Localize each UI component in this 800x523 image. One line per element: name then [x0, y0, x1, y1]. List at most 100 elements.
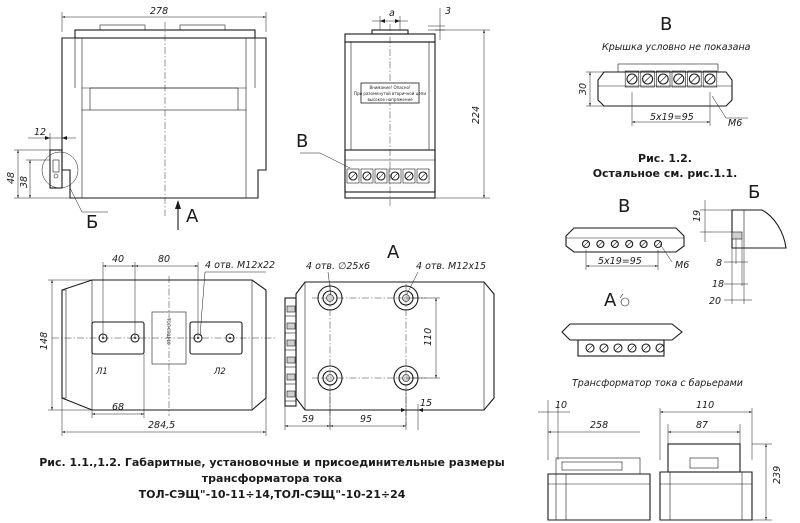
dim-a: a: [389, 8, 395, 19]
terminal-screw: [657, 73, 669, 85]
detail-b: Б 19 8 18 20: [692, 182, 787, 307]
front-view: 278 12 48 38: [6, 6, 267, 233]
terminal-clamp: [286, 373, 296, 381]
terminal-screw: [639, 239, 648, 249]
dim-110: 110: [423, 328, 434, 346]
terminal-cell: [640, 70, 655, 88]
detail-b-body: [731, 209, 787, 249]
view-a-small: А: [561, 290, 683, 357]
terminal-screw: [596, 239, 605, 249]
dim-224: 224: [471, 106, 482, 124]
view-a-title: А: [387, 242, 400, 263]
terminal-screw: [585, 343, 595, 353]
terminal-cell: [624, 70, 640, 88]
barrier-left-body: [547, 473, 651, 521]
detail-v2-dim-pitch: 5х19=95: [598, 256, 642, 267]
dim-284-5: 284,5: [148, 420, 175, 431]
terminal-l1-label: Л1: [95, 367, 108, 377]
front-boss-right: [179, 24, 226, 31]
terminal-plate-l2: [189, 321, 243, 355]
detail-b-dim-19: 19: [692, 210, 703, 222]
dim-15: 15: [420, 398, 432, 409]
dim-95: 95: [360, 414, 372, 425]
detail-b-circle: [41, 151, 79, 189]
front-boss-left: [99, 24, 146, 31]
note-holes-m12x22: 4 отв. М12х22: [205, 260, 275, 271]
caption-main-line2: трансформатора тока: [202, 472, 342, 485]
detail-v2-dim-m6: М6: [675, 260, 689, 271]
plan-outline: [61, 279, 267, 411]
detail-v2: В 5х19=95 М6: [565, 196, 689, 271]
detail-v: В Крышка условно не показана 30 5х19=95 …: [578, 14, 751, 129]
terminal-screw: [642, 73, 654, 85]
view-a-small-title: А: [604, 290, 617, 311]
detail-v-dim-30: 30: [578, 83, 589, 95]
svg-text:Внимание! Опасно!: Внимание! Опасно!: [369, 85, 410, 90]
terminal-cell: [346, 168, 360, 184]
terminal-screw: [376, 171, 386, 181]
barrier-dim-10: 10: [555, 400, 567, 411]
terminal-screw: [688, 73, 700, 85]
terminal-plate-l1: [91, 321, 145, 355]
detail-b-terminal: [731, 231, 743, 240]
dim-3: 3: [445, 6, 451, 17]
warning-plate: [360, 82, 420, 104]
terminal-screw: [404, 171, 414, 181]
terminal-screw: [362, 171, 372, 181]
terminal-clamp: [286, 322, 296, 330]
detail-b-dim-18: 18: [712, 279, 724, 290]
front-secondary-box: [49, 149, 63, 189]
front-body: [61, 37, 267, 199]
terminal-screw: [653, 239, 663, 249]
terminal-screw: [418, 171, 428, 181]
plan-view: 40 80 4 отв. М12х22 ТОЛ-СЭЩ-10 Л1 Л2 148: [39, 254, 276, 436]
terminal-cell: [671, 70, 686, 88]
barrier-view: Трансформатор тока с барьерами 10 258 11…: [538, 378, 783, 521]
terminal-clamp: [286, 390, 296, 398]
terminal-screw: [626, 73, 638, 85]
dim-12: 12: [34, 127, 46, 138]
terminal-screw: [655, 343, 665, 353]
barrier-right-body: [659, 471, 753, 521]
barrier-dim-110: 110: [696, 400, 714, 411]
view-a-small-block: [561, 323, 683, 341]
dim-80: 80: [158, 254, 170, 265]
svg-text:При разомкнутой вторичной цепи: При разомкнутой вторичной цепи: [354, 91, 426, 96]
terminal-cell: [687, 70, 702, 88]
barrier-title: Трансформатор тока с барьерами: [572, 378, 743, 389]
detail-v-title: В: [660, 14, 672, 35]
front-window: [89, 87, 239, 111]
detail-b-title: Б: [748, 182, 760, 203]
view-a-terminal-strip: [284, 297, 297, 407]
plan-nameplate: [151, 311, 187, 365]
dim-148: 148: [39, 332, 50, 350]
terminal-cell: [388, 168, 402, 184]
dim-59: 59: [302, 414, 314, 425]
dim-68: 68: [112, 402, 124, 413]
barrier-dim-258: 258: [590, 420, 608, 431]
terminal-cell: [402, 168, 416, 184]
detail-v2-block: [565, 227, 685, 253]
terminal-cell: [374, 168, 388, 184]
terminal-screw: [581, 239, 591, 249]
terminal-cell: [360, 168, 374, 184]
detail-v2-title: В: [618, 196, 630, 217]
terminal-cell: [702, 70, 718, 88]
view-v-label: В: [296, 131, 308, 152]
caption-fig-1-2-note: Остальное см. рис.1.1.: [593, 167, 738, 180]
terminal-cell: [416, 168, 430, 184]
terminal-screw: [348, 171, 358, 181]
caption-main-line1: Рис. 1.1.,1.2. Габаритные, установочные …: [39, 456, 505, 469]
note-holes-m12x15: 4 отв. М12х15: [416, 261, 486, 272]
terminal-screw: [673, 73, 685, 85]
terminal-screw: [625, 239, 634, 249]
terminal-clamp: [286, 356, 296, 364]
terminal-cell: [656, 70, 671, 88]
detail-b-dim-8: 8: [716, 258, 722, 269]
terminal-l2-label: Л2: [213, 367, 226, 377]
barrier-dim-239: 239: [772, 466, 783, 484]
detail-v-note: Крышка условно не показана: [602, 42, 751, 53]
svg-text:высокое напряжение: высокое напряжение: [367, 97, 413, 102]
